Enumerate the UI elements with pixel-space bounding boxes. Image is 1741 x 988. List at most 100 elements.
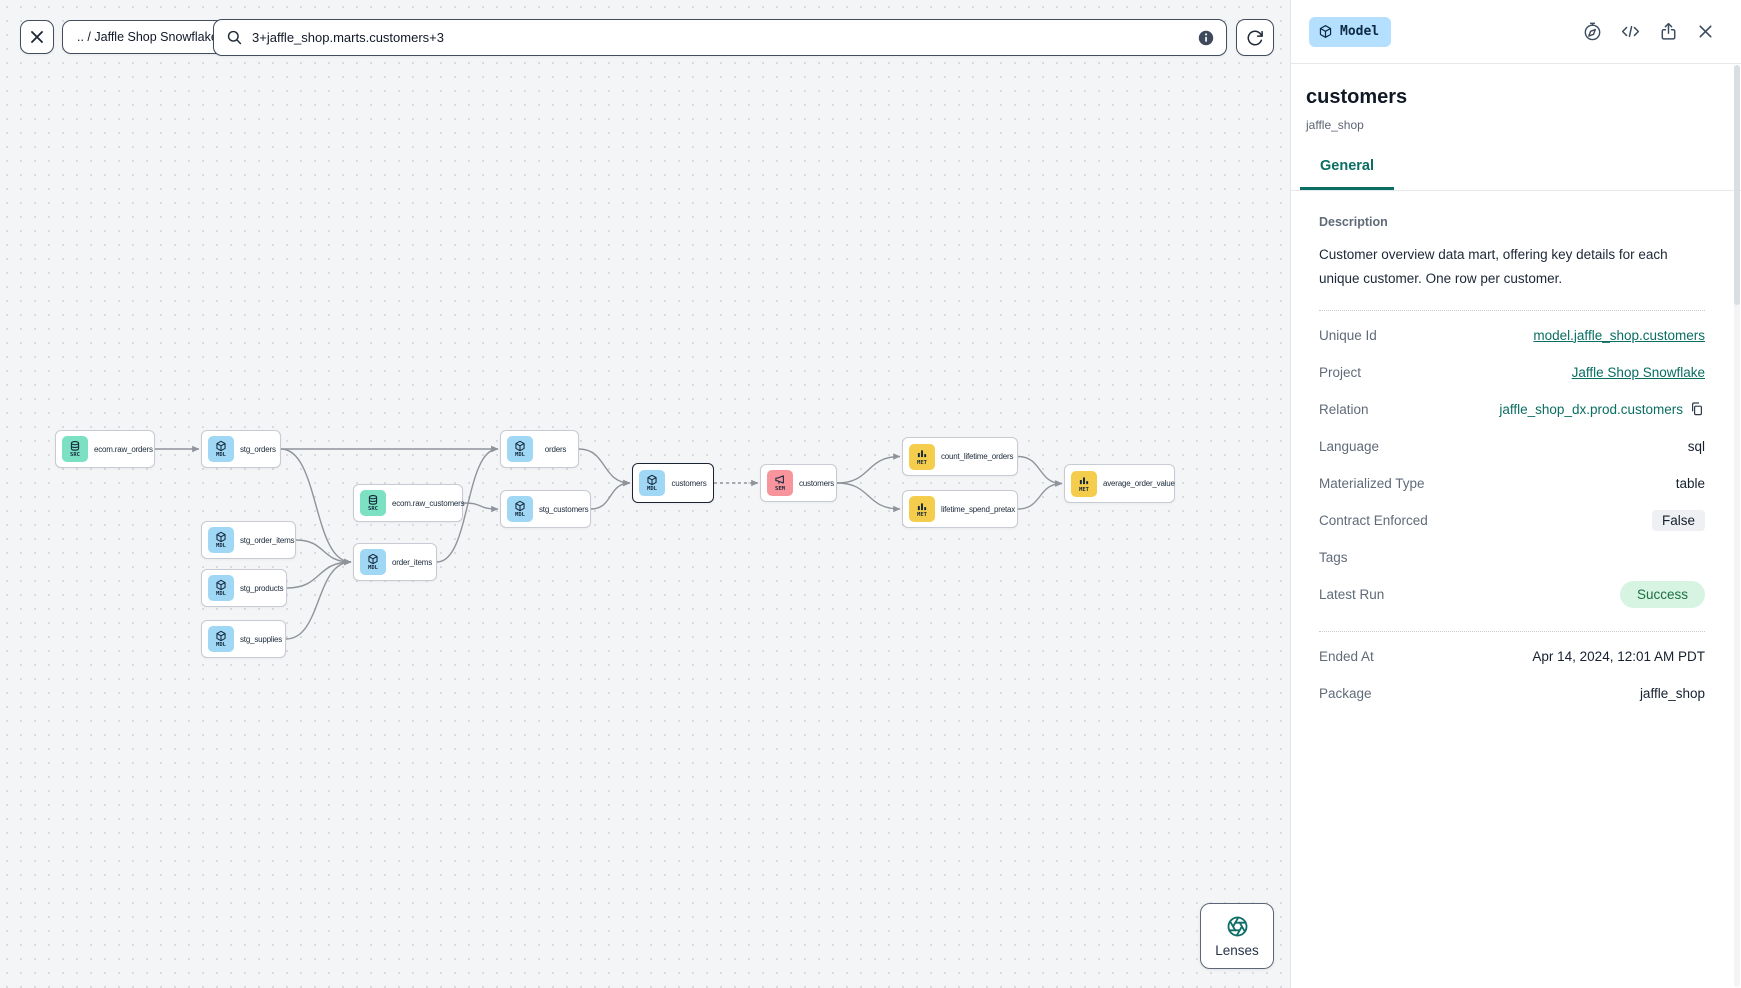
detail-value: table [1675, 475, 1705, 491]
detail-row-latest-run: Latest Run Success [1319, 576, 1705, 613]
cube-icon [1319, 25, 1332, 38]
close-icon [1699, 25, 1712, 38]
detail-label: Ended At [1319, 648, 1374, 664]
tab-general[interactable]: General [1300, 158, 1394, 190]
description-label: Description [1319, 215, 1388, 229]
breadcrumb-label: .. / Jaffle Shop Snowflake [77, 30, 218, 44]
status-badge: Success [1619, 580, 1705, 608]
bar-chart-icon [917, 503, 927, 510]
edge-stg-supplies-to-order-items [285, 558, 352, 640]
breadcrumb[interactable]: .. / Jaffle Shop Snowflake [62, 20, 233, 54]
info-icon[interactable] [1198, 30, 1214, 46]
cube-icon [216, 531, 226, 542]
node-type-label: SEM [775, 486, 785, 493]
node-type-label: MDL [368, 565, 378, 572]
share-button[interactable] [1658, 21, 1679, 42]
node-label: lifetime_spend_pretax [941, 504, 1016, 514]
edge-customers-sem-to-count-lifetime-orders [836, 453, 901, 484]
bar-chart-icon [917, 450, 927, 458]
detail-row-project: Project Jaffle Shop Snowflake [1319, 354, 1705, 391]
graph-node-count-lifetime-orders[interactable]: MET count_lifetime_orders [902, 437, 1018, 476]
node-type-badge: MDL [208, 626, 234, 652]
node-type-label: SRC [368, 506, 378, 513]
lineage-search-bar[interactable] [213, 19, 1227, 56]
close-lineage-button[interactable] [20, 20, 54, 54]
view-code-button[interactable] [1620, 21, 1641, 42]
edge-count-lifetime-orders-to-average-order-value [1017, 455, 1063, 487]
node-label: count_lifetime_orders [941, 452, 1014, 461]
lenses-button[interactable]: Lenses [1200, 903, 1274, 969]
node-type-badge: MDL [208, 436, 234, 462]
node-label: orders [544, 444, 567, 454]
node-type-badge: MDL [639, 470, 665, 496]
database-icon [368, 494, 378, 505]
node-type-label: MET [1079, 486, 1089, 493]
edge-ecom-raw-customers-to-stg-customers [462, 502, 499, 513]
description-text: Customer overview data mart, offering ke… [1319, 247, 1668, 287]
node-type-badge: MET [909, 443, 935, 470]
detail-row-materialized-type: Materialized Type table [1319, 465, 1705, 502]
node-label: customers [671, 478, 707, 488]
aperture-icon [1227, 916, 1247, 936]
page-subtitle: jaffle_shop [1306, 118, 1364, 132]
edge-stg-order-items-to-order-items [295, 539, 352, 566]
detail-value: Jaffle Shop Snowflake [1572, 365, 1705, 380]
copy-icon[interactable] [1689, 401, 1705, 417]
detail-label: Package [1319, 685, 1372, 701]
explore-button[interactable] [1582, 21, 1603, 42]
close-icon [31, 31, 43, 43]
resource-type-badge: Model [1309, 16, 1392, 47]
node-type-badge: MDL [208, 575, 234, 601]
edge-lifetime-spend-pretax-to-average-order-value [1017, 480, 1063, 510]
node-label: average_order_value [1103, 479, 1175, 488]
close-panel-button[interactable] [1696, 22, 1715, 41]
node-type-badge: SRC [62, 436, 88, 462]
node-label: stg_supplies [240, 634, 283, 644]
node-type-label: MDL [647, 486, 657, 493]
detail-label: Latest Run [1319, 586, 1385, 602]
compass-icon [1584, 22, 1601, 41]
detail-label: Materialized Type [1319, 475, 1425, 491]
node-label: stg_customers [539, 504, 589, 514]
panel-scrollbar[interactable] [1734, 65, 1740, 987]
lenses-label: Lenses [1215, 942, 1259, 958]
node-label: ecom.raw_customers [392, 498, 465, 508]
cube-icon [216, 440, 226, 451]
share-icon [1661, 22, 1676, 40]
graph-node-lifetime-spend-pretax[interactable]: MET lifetime_spend_pretax [902, 490, 1018, 528]
detail-link[interactable]: model.jaffle_shop.customers [1533, 327, 1705, 343]
detail-label: Project [1319, 364, 1362, 380]
bar-chart-icon [1079, 477, 1089, 485]
graph-node-ecom-raw-customers[interactable]: SRC ecom.raw_customers [353, 484, 465, 522]
node-type-badge: MET [909, 496, 935, 522]
graph-node-stg-supplies[interactable]: MDL stg_supplies [201, 620, 286, 658]
code-icon [1621, 25, 1640, 38]
node-type-label: MDL [216, 591, 226, 598]
graph-node-average-order-value[interactable]: MET average_order_value [1064, 464, 1175, 503]
detail-row-contract-enforced: Contract Enforced False [1319, 502, 1705, 539]
refresh-icon [1247, 30, 1263, 45]
panel-tabs: General [1291, 158, 1741, 191]
node-type-badge: SEM [767, 470, 793, 496]
graph-node-customers[interactable]: MDL customers [632, 463, 714, 503]
contract-badge: False [1651, 509, 1705, 531]
search-input[interactable] [252, 30, 1189, 45]
detail-row-tags: Tags [1319, 539, 1705, 576]
refresh-button[interactable] [1236, 19, 1274, 56]
copy-relation-button[interactable] [1689, 401, 1705, 417]
cube-icon [515, 500, 525, 511]
search-icon [227, 30, 242, 45]
detail-label: Contract Enforced [1319, 512, 1428, 528]
detail-link[interactable]: Jaffle Shop Snowflake [1571, 364, 1705, 380]
